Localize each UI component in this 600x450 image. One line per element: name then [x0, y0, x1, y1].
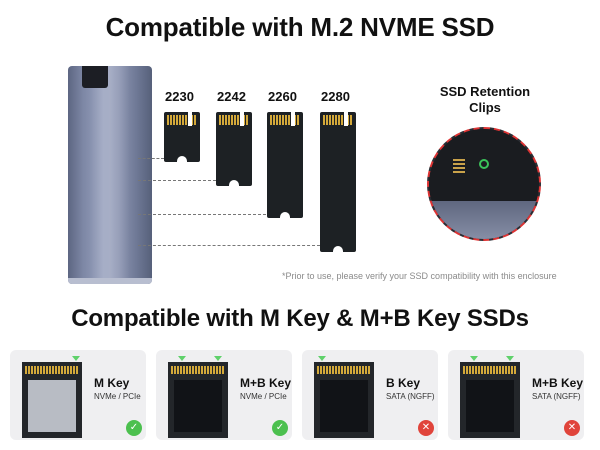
- check-icon: ✓: [272, 420, 288, 436]
- cross-icon: ✕: [418, 420, 434, 436]
- ssd-2280-image: [320, 112, 356, 252]
- key-type-interface: NVMe / PCIe: [94, 392, 141, 401]
- ssd-thumbnail: [460, 362, 520, 438]
- key-type-interface: SATA (NGFF): [386, 392, 435, 401]
- guide-line-2230: [138, 158, 164, 159]
- size-label-2280: 2280: [321, 89, 350, 104]
- card-b-key-sata: B Key SATA (NGFF) ✕: [302, 350, 438, 440]
- guide-line-2260: [138, 214, 266, 215]
- check-icon: ✓: [126, 420, 142, 436]
- ssd-thumbnail: [22, 362, 82, 438]
- key-type-name: M+B Key: [532, 376, 584, 390]
- ssd-2260-image: [267, 112, 303, 218]
- card-mb-key-sata: M+B Key SATA (NGFF) ✕: [448, 350, 584, 440]
- retention-clip-icon: [479, 159, 489, 169]
- guide-line-2280: [138, 245, 320, 246]
- guide-line-2242: [138, 180, 216, 181]
- size-label-2242: 2242: [217, 89, 246, 104]
- retention-clips-label: SSD Retention Clips: [439, 84, 531, 115]
- size-label-2230: 2230: [165, 89, 194, 104]
- key-type-name: M+B Key: [240, 376, 292, 390]
- key-type-name: B Key: [386, 376, 421, 390]
- ssd-thumbnail: [168, 362, 228, 438]
- page-title: Compatible with M.2 NVME SSD: [105, 12, 495, 42]
- key-type-name: M Key: [94, 376, 130, 390]
- retention-clip-zoom: [427, 127, 541, 241]
- ssd-thumbnail: [314, 362, 374, 438]
- key-type-interface: NVMe / PCIe: [240, 392, 287, 401]
- card-mb-key-nvme: M+B Key NVMe / PCIe ✓: [156, 350, 292, 440]
- ssd-2230-image: [164, 112, 200, 162]
- cross-icon: ✕: [564, 420, 580, 436]
- key-type-interface: SATA (NGFF): [532, 392, 581, 401]
- enclosure-switch: [82, 66, 108, 88]
- section-title-key-types: Compatible with M Key & M+B Key SSDs: [71, 305, 529, 332]
- compatibility-disclaimer: *Prior to use, please verify your SSD co…: [282, 271, 557, 281]
- ssd-enclosure-image: [68, 66, 152, 284]
- size-label-2260: 2260: [268, 89, 297, 104]
- card-m-key-nvme: M Key NVMe / PCIe ✓: [10, 350, 146, 440]
- ssd-2242-image: [216, 112, 252, 186]
